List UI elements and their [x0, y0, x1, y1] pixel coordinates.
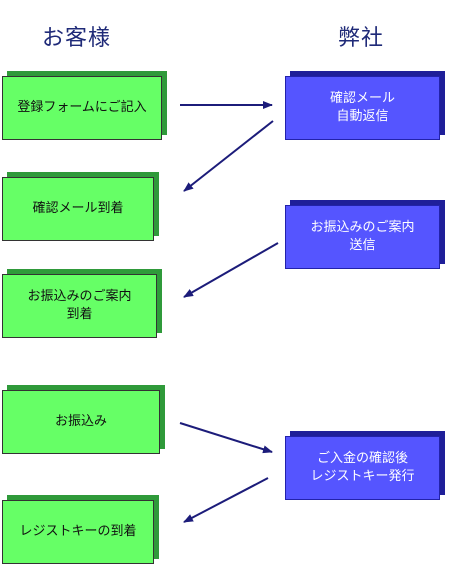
step-transfer-guide-arrival: お振込みのご案内 到着 — [2, 274, 157, 338]
arrow-key-issue-to-key-arrival — [183, 477, 269, 523]
customer-heading: お客様 — [42, 26, 112, 51]
step-confirm-payment-issue-key: ご入金の確認後 レジストキー発行 — [285, 436, 440, 500]
arrow-guide-send-to-guide-arrival — [183, 242, 279, 298]
step-registration-form: 登録フォームにご記入 — [2, 76, 162, 140]
step-confirmation-mail-arrival: 確認メール到着 — [2, 177, 154, 241]
step-regist-key-arrival: レジストキーの到着 — [2, 500, 154, 564]
step-auto-reply-confirmation: 確認メール 自動返信 — [285, 76, 440, 140]
step-transfer: お振込み — [2, 390, 160, 454]
arrow-transfer-to-payment-confirm — [179, 422, 273, 454]
company-heading: 弊社 — [338, 26, 385, 51]
arrow-autoreply-to-mail-arrival — [183, 120, 274, 192]
step-send-transfer-guide: お振込みのご案内 送信 — [285, 205, 440, 269]
